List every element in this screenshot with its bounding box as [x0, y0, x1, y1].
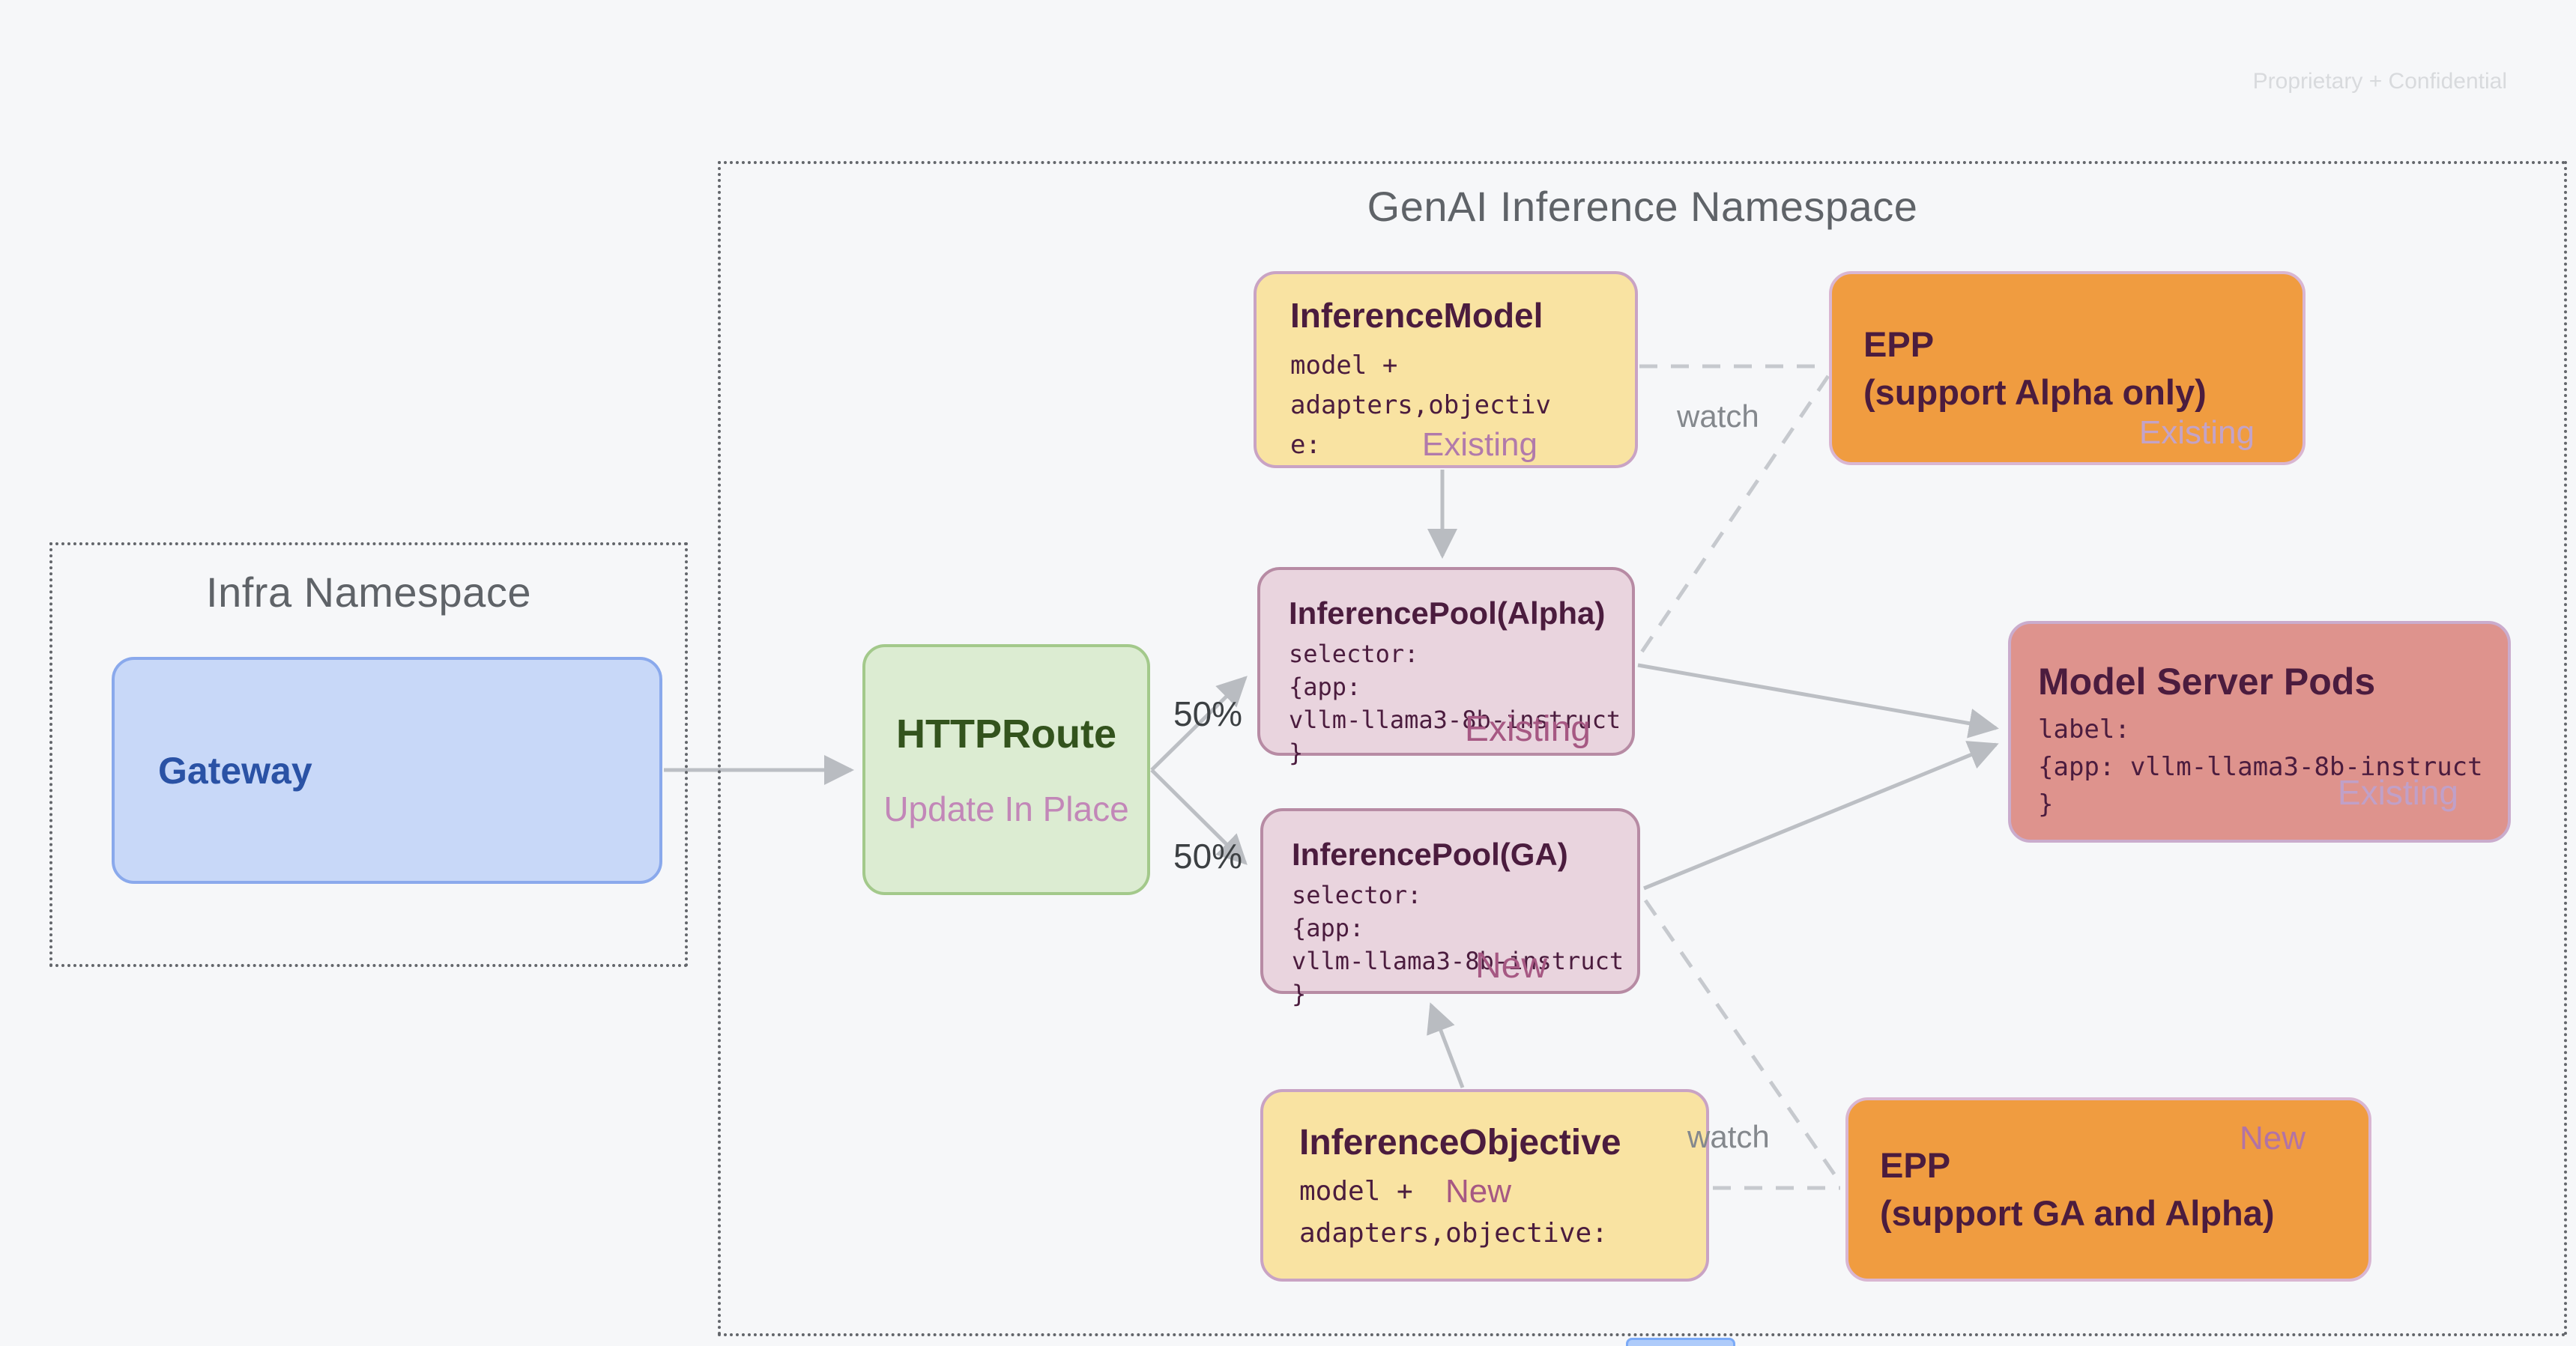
watch-label-bottom: watch	[1687, 1119, 1770, 1154]
inference-pool-alpha-title: InferencePool(Alpha)	[1289, 595, 1606, 631]
model-server-pods-code: label: {app: vllm-llama3-8b-instruct}	[2038, 711, 2508, 823]
epp-ga-node: EPP (support GA and Alpha) New	[1845, 1097, 2371, 1282]
edge-pool-ga-pods	[1643, 741, 1999, 891]
partial-box-bottom-edge	[1626, 1338, 1735, 1346]
inference-pool-ga-node: InferencePool(GA) selector: {app: vllm-lla…	[1260, 808, 1640, 1008]
inference-model-status: Existing	[1421, 426, 1538, 463]
split-percentage-top: 50%	[1173, 694, 1243, 733]
edge-pool-alpha-pods	[1637, 663, 1999, 739]
code-line: {app: vllm-llama3-8b-instruct	[2038, 752, 2483, 782]
gateway-node: Gateway	[112, 657, 662, 884]
watch-label-top: watch	[1677, 398, 1759, 434]
inference-objective-status: New	[1445, 1173, 1512, 1210]
inference-pool-alpha-node: InferencePool(Alpha) selector: {app: vllm-…	[1257, 567, 1635, 767]
inference-objective-node: InferenceObjective model + adapters,objec…	[1260, 1089, 1709, 1282]
inference-model-node: InferenceModel model + adapters,objectiv…	[1254, 271, 1638, 468]
genai-namespace-title: GenAI Inference Namespace	[1367, 183, 1918, 230]
code-line: label:	[2038, 715, 2130, 745]
code-line: }	[1289, 739, 1304, 767]
inference-objective-title: InferenceObjective	[1299, 1123, 1621, 1162]
model-server-pods-node: Model Server Pods label: {app: vllm-llama…	[2008, 621, 2511, 843]
code-line: }	[1292, 980, 1307, 1008]
epp-alpha-node: EPP (support Alpha only) Existing	[1829, 271, 2306, 465]
genai-namespace-box: GenAI Inference Namespace	[718, 161, 2567, 1336]
inference-pool-alpha-status: Existing	[1464, 709, 1591, 749]
inference-pool-ga-title: InferencePool(GA)	[1292, 837, 1568, 872]
code-line: {app:	[1289, 673, 1361, 701]
inference-pool-ga-code: selector: {app: vllm-llama3-8b-instruct}	[1292, 879, 1637, 1010]
confidential-watermark: Proprietary + Confidential	[2252, 69, 2507, 94]
code-line: model +	[1299, 1176, 1413, 1207]
inference-pool-alpha-code: selector: {app: vllm-llama3-8b-instruct}	[1289, 637, 1632, 769]
inference-model-code: model + adapters,objective:	[1290, 351, 1551, 460]
edge-inferenceobjective-pool-ga	[1427, 1002, 1465, 1088]
edge-pool-ga-epp-ga	[1643, 899, 1844, 1186]
inference-model-title: InferenceModel	[1290, 296, 1544, 335]
edge-httproute-pool-ga	[1150, 769, 1248, 865]
code-line: vllm-llama3-8b-instruct	[1292, 947, 1624, 975]
edge-httproute-pool-alpha	[1150, 676, 1248, 771]
code-line: vllm-llama3-8b-instruct	[1289, 706, 1621, 734]
code-line: adapters,objective:	[1299, 1218, 1608, 1249]
model-server-pods-title: Model Server Pods	[2038, 661, 2376, 703]
infra-namespace-box: Infra Namespace	[49, 542, 688, 967]
gateway-title: Gateway	[158, 749, 312, 792]
split-percentage-bottom: 50%	[1173, 837, 1243, 876]
inference-objective-code: model + adapters,objective:	[1299, 1171, 1706, 1255]
infra-namespace-title: Infra Namespace	[206, 569, 531, 616]
edge-epp-pool-alpha	[1636, 375, 1830, 659]
epp-alpha-title-line1: EPP	[1863, 324, 1935, 364]
epp-ga-status: New	[2239, 1120, 2306, 1156]
code-line: selector:	[1292, 881, 1422, 909]
httproute-node: HTTPRoute Update In Place	[862, 644, 1150, 895]
inference-pool-ga-status: New	[1475, 946, 1547, 986]
epp-ga-title-line2: (support GA and Alpha)	[1880, 1193, 2275, 1233]
code-line: selector:	[1289, 640, 1419, 668]
epp-ga-title-line1: EPP	[1880, 1145, 1951, 1185]
code-line: {app:	[1292, 914, 1364, 942]
code-line: }	[2038, 789, 2054, 819]
epp-alpha-title-line2: (support Alpha only)	[1863, 372, 2207, 412]
httproute-title: HTTPRoute	[896, 711, 1116, 757]
model-server-pods-status: Existing	[2337, 773, 2458, 812]
epp-alpha-status: Existing	[2138, 414, 2255, 451]
httproute-subtitle: Update In Place	[883, 789, 1129, 828]
